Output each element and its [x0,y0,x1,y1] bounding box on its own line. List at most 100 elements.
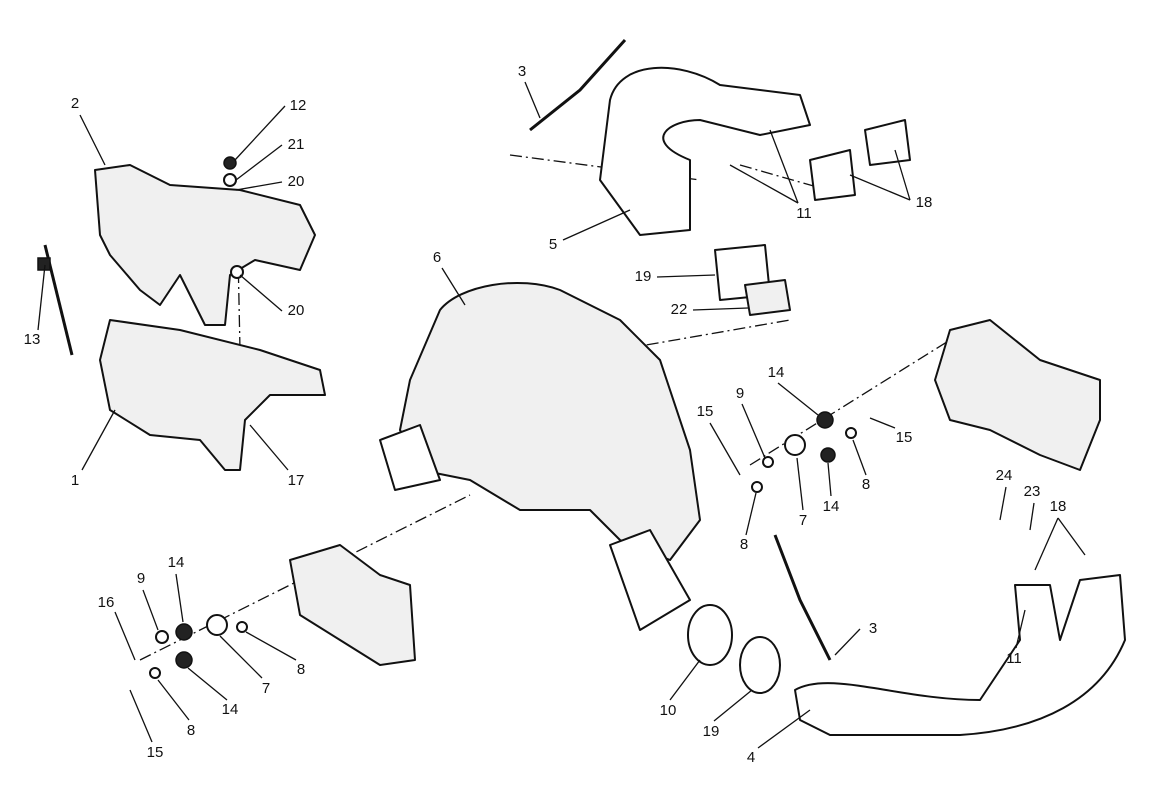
lambda-sensor-lower [773,534,832,661]
leader-line [219,635,263,679]
heat-shield-lower [99,319,326,471]
leader-line [1029,502,1035,531]
silencer-outlet [379,424,441,491]
leader-line [1057,517,1086,556]
silencer [399,281,701,561]
washer [236,621,248,633]
leader-line [235,144,283,181]
callout-number: 9 [736,385,744,402]
callout-number: 20 [288,173,305,190]
leader-line [1015,609,1026,649]
callout-number: 1 [71,472,79,489]
grommet [175,651,193,669]
callout-number: 4 [747,749,755,766]
nut [223,156,237,170]
leader-line [669,659,701,701]
sleeve-lower [739,636,781,694]
leader-line [1034,517,1059,571]
clamp-lower [687,604,733,666]
leader-line [894,149,911,201]
silencer-outlet-pipe [609,529,691,631]
washer [149,667,161,679]
washer [751,481,763,493]
callout-number: 14 [768,364,785,381]
callout-number: 16 [98,594,115,611]
callout-number: 18 [916,194,933,211]
leader-line [834,628,861,656]
leader-line [827,462,832,497]
leader-line [849,174,911,201]
leader-line [175,573,184,623]
leader-line [745,492,757,536]
leader-line [796,457,804,511]
footrest-bracket-left [289,544,416,666]
leader-lines [37,81,1086,749]
leader-line [441,267,466,306]
washer [155,630,169,644]
callout-number: 14 [823,498,840,515]
leader-line [129,689,153,743]
callout-number: 21 [288,136,305,153]
leader-line [869,417,896,429]
callout-number: 8 [187,722,195,739]
leader-line [79,114,106,166]
leader-line [741,403,766,459]
leader-line [777,382,819,416]
leader-line [81,409,116,471]
callout-number: 8 [297,661,305,678]
callout-number: 12 [290,97,307,114]
callout-number: 3 [869,620,877,637]
callout-number: 14 [222,701,239,718]
cable-tie-head [37,257,51,271]
callout-number: 11 [1006,650,1022,667]
callout-number: 23 [1024,483,1041,500]
callout-number: 8 [862,476,870,493]
callout-number: 2 [71,95,79,112]
grommet [175,623,193,641]
callout-number: 8 [740,536,748,553]
callout-number: 13 [24,331,41,348]
leader-line [239,274,283,312]
callout-number: 22 [671,301,688,318]
hardware-group [149,156,857,679]
callout-number: 7 [799,512,807,529]
leader-line [692,307,749,311]
grommet [820,447,836,463]
leader-line [235,181,283,191]
leader-line [187,667,228,701]
washer [845,427,857,439]
leader-line [249,424,289,471]
leader-line [234,105,286,161]
leader-line [37,264,46,331]
callout-number: 19 [703,723,720,740]
leader-line [142,589,159,631]
callout-number: 9 [137,570,145,587]
callout-number: 6 [433,249,441,266]
leader-line [852,439,867,476]
leader-line [157,679,190,721]
leader-line [709,422,741,476]
callout-number: 14 [168,554,185,571]
exhaust-gasket [809,149,856,201]
leader-line [713,689,753,722]
callout-number: 18 [1050,498,1067,515]
callout-number: 17 [288,472,305,489]
callout-number: 19 [635,268,652,285]
rubber-mount [206,614,228,636]
callout-number: 5 [549,236,557,253]
leader-line [245,631,297,661]
callout-number: 15 [697,403,714,420]
leader-line [524,81,541,119]
leader-line [114,611,136,661]
callout-number: 15 [147,744,164,761]
leader-line [656,274,716,278]
exhaust-gasket-second [864,119,911,166]
leader-line [729,164,799,204]
callout-number: 3 [518,63,526,80]
callout-number: 7 [262,680,270,697]
leader-line [769,129,799,204]
exhaust-header-upper [599,66,811,236]
